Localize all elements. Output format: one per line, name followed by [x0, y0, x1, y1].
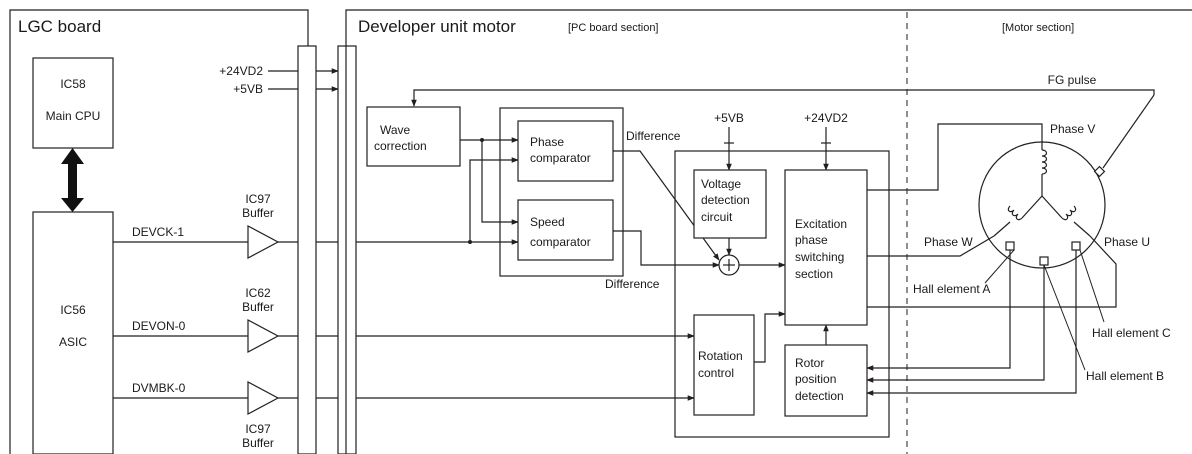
connector-bars — [297, 45, 357, 454]
pc-board-section-label: [PC board section] — [568, 22, 659, 34]
buffer2-label: Buffer — [242, 300, 274, 314]
motor-title: Developer unit motor — [358, 17, 516, 36]
buffer1-label: Buffer — [242, 206, 274, 220]
vdet-l2: detection — [701, 193, 750, 207]
rot-l1: Rotation — [698, 349, 743, 363]
v5-label: +5VB — [714, 111, 744, 125]
ic56-id: IC56 — [60, 303, 86, 317]
signal-dvmbk: DVMBK-0 — [132, 381, 186, 395]
buffer-ic62 — [247, 319, 280, 353]
connector-motor — [337, 45, 357, 454]
ic56-name: ASIC — [59, 335, 87, 349]
wave-correction-l1: Wave — [380, 123, 411, 137]
phase-comparator-l2: comparator — [530, 151, 591, 165]
vdet-l1: Voltage — [701, 177, 741, 191]
signal-devck: DEVCK-1 — [132, 225, 184, 239]
speed-comparator-l2: comparator — [530, 235, 591, 249]
rotor-l2: position — [795, 372, 836, 386]
signal-devon: DEVON-0 — [132, 319, 186, 333]
phase-w-label: Phase W — [924, 235, 973, 249]
developer-unit-motor: Developer unit motor [PC board section] … — [345, 9, 1192, 454]
vdet-l3: circuit — [701, 210, 733, 224]
ic56-asic: IC56 ASIC — [32, 211, 114, 454]
lgc-board: LGC board IC58 Main CPU IC56 ASIC DEVCK-… — [9, 9, 309, 454]
v24-label: +24VD2 — [804, 111, 848, 125]
hall-element-c-square — [1071, 241, 1081, 251]
phase-u-label: Phase U — [1104, 235, 1150, 249]
hall-element-a-label: Hall element A — [913, 282, 990, 296]
hall-element-b-square — [1039, 256, 1049, 266]
buffer-ic97-bottom — [247, 381, 280, 415]
phase-v-label: Phase V — [1050, 122, 1095, 136]
speed-comparator-box — [517, 199, 614, 261]
rot-l2: control — [698, 366, 734, 380]
connector-lgc — [297, 45, 317, 454]
motor-section-label: [Motor section] — [1002, 22, 1074, 34]
ic58-name: Main CPU — [46, 109, 101, 123]
power-5vb-label: +5VB — [233, 82, 263, 96]
exc-l2: phase — [795, 233, 828, 247]
hall-element-c-label: Hall element C — [1092, 326, 1171, 340]
wave-correction-l2: correction — [374, 139, 427, 153]
hall-element-a-square — [1005, 241, 1015, 251]
exc-l3: switching — [795, 250, 844, 264]
rotor-position-box — [784, 344, 868, 417]
difference-label-bottom: Difference — [605, 277, 660, 291]
buffer2-id: IC62 — [245, 286, 271, 300]
wave-correction-box — [366, 106, 461, 167]
power-24vd2-label: +24VD2 — [219, 64, 263, 78]
ic58-main-cpu: IC58 Main CPU — [32, 57, 114, 149]
lgc-board-title: LGC board — [18, 17, 101, 36]
motor-symbol — [978, 141, 1106, 269]
fg-pulse-label: FG pulse — [1048, 73, 1097, 87]
buffer3-label: Buffer — [242, 436, 274, 450]
ic58-id: IC58 — [60, 77, 86, 91]
rotation-control-box — [693, 314, 755, 416]
excitation-box — [784, 169, 868, 326]
hall-element-b-label: Hall element B — [1086, 369, 1164, 383]
difference-label-top: Difference — [626, 129, 681, 143]
rotor-l1: Rotor — [795, 356, 824, 370]
phase-comparator-box — [517, 120, 614, 182]
exc-l1: Excitation — [795, 217, 847, 231]
voltage-detection-box — [693, 169, 767, 239]
rotor-l3: detection — [795, 389, 844, 403]
speed-comparator-l1: Speed — [530, 215, 565, 229]
phase-comparator-l1: Phase — [530, 135, 564, 149]
cpu-asic-bus-arrow — [61, 148, 84, 212]
buffer1-id: IC97 — [245, 192, 271, 206]
buffer3-id: IC97 — [245, 422, 271, 436]
buffer-ic97-top — [247, 225, 280, 259]
exc-l4: section — [795, 267, 833, 281]
